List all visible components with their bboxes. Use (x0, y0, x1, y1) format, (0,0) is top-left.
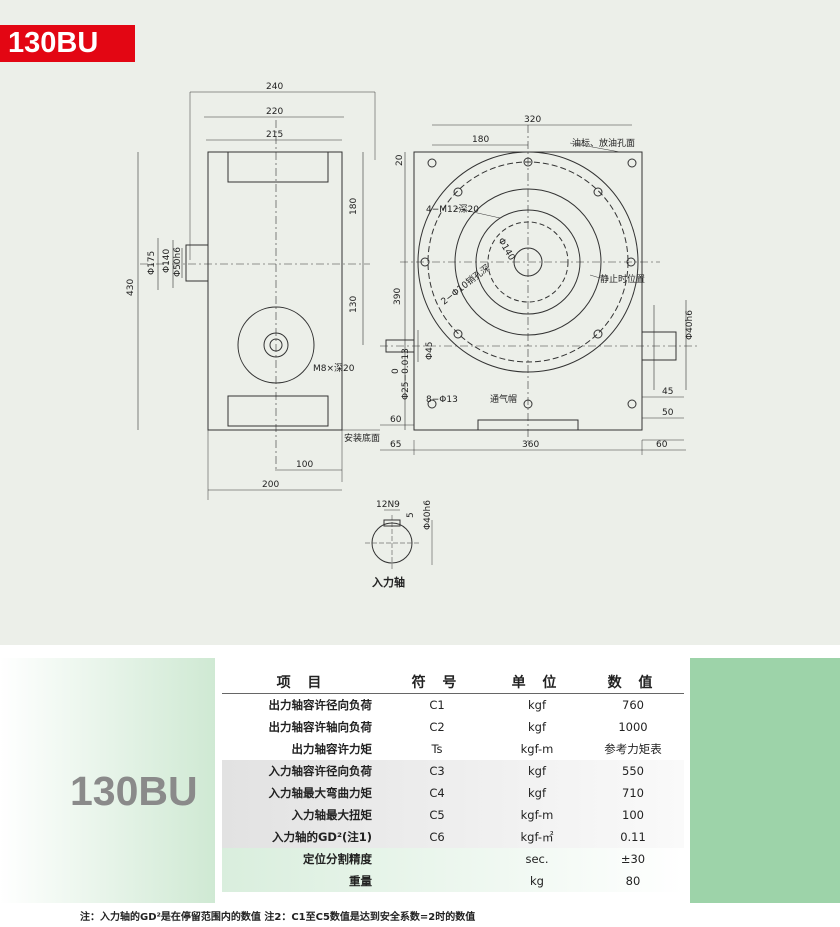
table-row: 重量 kg 80 (222, 870, 684, 892)
footnote: 注：入力轴的GD²是在停留范围内的数值 注2：C1至C5数值是达到安全系数=2时… (80, 912, 476, 923)
dim-320: 320 (524, 115, 541, 125)
row-symbol: C3 (429, 764, 445, 778)
spec-section: 130BU 项 目 符 号 单 位 数 值 出力轴容许径向负荷 C1 kgf 7… (0, 645, 840, 927)
row-value: 1000 (618, 720, 648, 734)
table-row: 出力轴容许力矩 Ts kgf-m 参考力矩表 (222, 738, 684, 760)
table-row: 入力轴容许径向负荷 C3 kgf 550 (222, 760, 684, 782)
label-breather: 通气帽 (490, 393, 517, 405)
header-unit: 单 位 (511, 674, 563, 691)
row-item: 入力轴容许径向负荷 (268, 764, 373, 778)
dim-100: 100 (296, 460, 313, 470)
table-row: 出力轴容许径向负荷 C1 kgf 760 (222, 694, 684, 716)
dim-45: 45 (662, 387, 673, 397)
row-value: ±30 (620, 852, 646, 866)
dimension-labels: 240 220 215 180 130 430 Φ175 Φ140 Φ50h6 … (126, 82, 695, 530)
row-value: 80 (625, 874, 641, 888)
dim-430: 430 (126, 279, 136, 296)
table-row: 定位分割精度 sec. ±30 (222, 848, 684, 870)
dim-5: 5 (406, 512, 416, 518)
dim-phi45-left: Φ45 (425, 341, 435, 360)
row-value: 100 (622, 808, 644, 822)
dim-390: 390 (393, 288, 403, 305)
table-row: 入力轴的GD²(注1) C6 kgf-㎡ 0.11 (222, 826, 684, 848)
row-symbol: C1 (429, 698, 445, 712)
dim-pin-holes: 2−Φ10销孔深 (438, 262, 492, 308)
row-unit: kgf (527, 698, 546, 712)
spec-table: 项 目 符 号 单 位 数 值 出力轴容许径向负荷 C1 kgf 760 出力轴… (222, 670, 684, 892)
dim-4-m12: 4−M12深20 (426, 204, 479, 215)
row-item: 重量 (349, 874, 372, 888)
dim-phi175: Φ175 (147, 251, 157, 275)
row-unit: kgf (527, 720, 546, 734)
row-symbol: C2 (429, 720, 445, 734)
header-symbol: 符 号 (411, 674, 463, 691)
dim-20: 20 (395, 154, 405, 166)
row-item: 入力轴最大扭矩 (291, 808, 373, 822)
drawing-area (0, 0, 840, 645)
row-unit: kgf-㎡ (520, 830, 554, 844)
dim-360: 360 (522, 440, 539, 450)
row-item: 入力轴的GD²(注1) (271, 830, 372, 844)
label-rest-position: 静止时位置 (600, 273, 645, 285)
row-unit: sec. (525, 852, 549, 866)
dim-200: 200 (262, 480, 279, 490)
technical-drawing: 240 220 215 180 130 430 Φ175 Φ140 Φ50h6 … (126, 82, 700, 589)
label-oil-gauge: 油标、放油孔面 (572, 137, 635, 149)
dim-tolerance-zero: 0 (391, 368, 401, 374)
row-value: 550 (622, 764, 644, 778)
row-unit: kgf (527, 786, 546, 800)
row-unit: kgf-m (520, 742, 554, 756)
dim-phi40h6-right: Φ40h6 (685, 310, 695, 340)
table-row: 入力轴最大弯曲力矩 C4 kgf 710 (222, 782, 684, 804)
row-value: 参考力矩表 (604, 742, 662, 756)
dim-phi25: Φ25−0.013 (401, 348, 411, 400)
row-item: 入力轴最大弯曲力矩 (268, 786, 373, 800)
row-unit: kgf (527, 764, 546, 778)
dim-12n9: 12N9 (376, 500, 400, 510)
dim-phi140-right: Φ140 (495, 237, 516, 263)
dim-240: 240 (266, 82, 283, 92)
dim-180-left: 180 (349, 198, 359, 215)
dim-m8: M8×深20 (313, 363, 355, 374)
table-row: 入力轴最大扭矩 C5 kgf-m 100 (222, 804, 684, 826)
dim-60-right: 60 (656, 440, 668, 450)
header-item: 项 目 (276, 674, 328, 691)
dim-phi50h6: Φ50h6 (173, 247, 183, 277)
row-value: 710 (622, 786, 644, 800)
row-symbol: Ts (431, 742, 443, 756)
dim-130: 130 (349, 296, 359, 313)
spec-left-panel: 130BU (0, 658, 215, 903)
dim-180-right: 180 (472, 135, 489, 145)
row-item: 定位分割精度 (303, 852, 372, 866)
dim-220: 220 (266, 107, 283, 117)
input-shaft-label: 入力轴 (372, 575, 405, 589)
row-item: 出力轴容许力矩 (291, 742, 373, 756)
label-mounting-base: 安装底面 (344, 432, 380, 444)
spec-right-panel (690, 658, 840, 903)
dim-shaft-phi40h6: Φ40h6 (423, 500, 433, 530)
row-unit: kg (530, 874, 544, 888)
dim-60-left: 60 (390, 415, 402, 425)
dim-phi140: Φ140 (162, 248, 172, 273)
dim-65: 65 (390, 440, 401, 450)
row-item: 出力轴容许径向负荷 (268, 698, 373, 712)
row-item: 出力轴容许轴向负荷 (268, 720, 373, 734)
row-symbol: C4 (429, 786, 445, 800)
row-symbol: C5 (429, 808, 445, 822)
model-label: 130BU (70, 768, 198, 814)
table-header: 项 目 符 号 单 位 数 值 (222, 670, 684, 694)
row-symbol: C6 (429, 830, 445, 844)
model-title-badge: 130BU (0, 25, 135, 62)
dim-215: 215 (266, 130, 283, 140)
row-value: 760 (622, 698, 644, 712)
dim-50: 50 (662, 408, 674, 418)
dim-8-phi13: 8−Φ13 (426, 395, 458, 405)
row-unit: kgf-m (520, 808, 554, 822)
table-row: 出力轴容许轴向负荷 C2 kgf 1000 (222, 716, 684, 738)
row-value: 0.11 (620, 830, 646, 844)
header-value: 数 值 (607, 674, 659, 691)
